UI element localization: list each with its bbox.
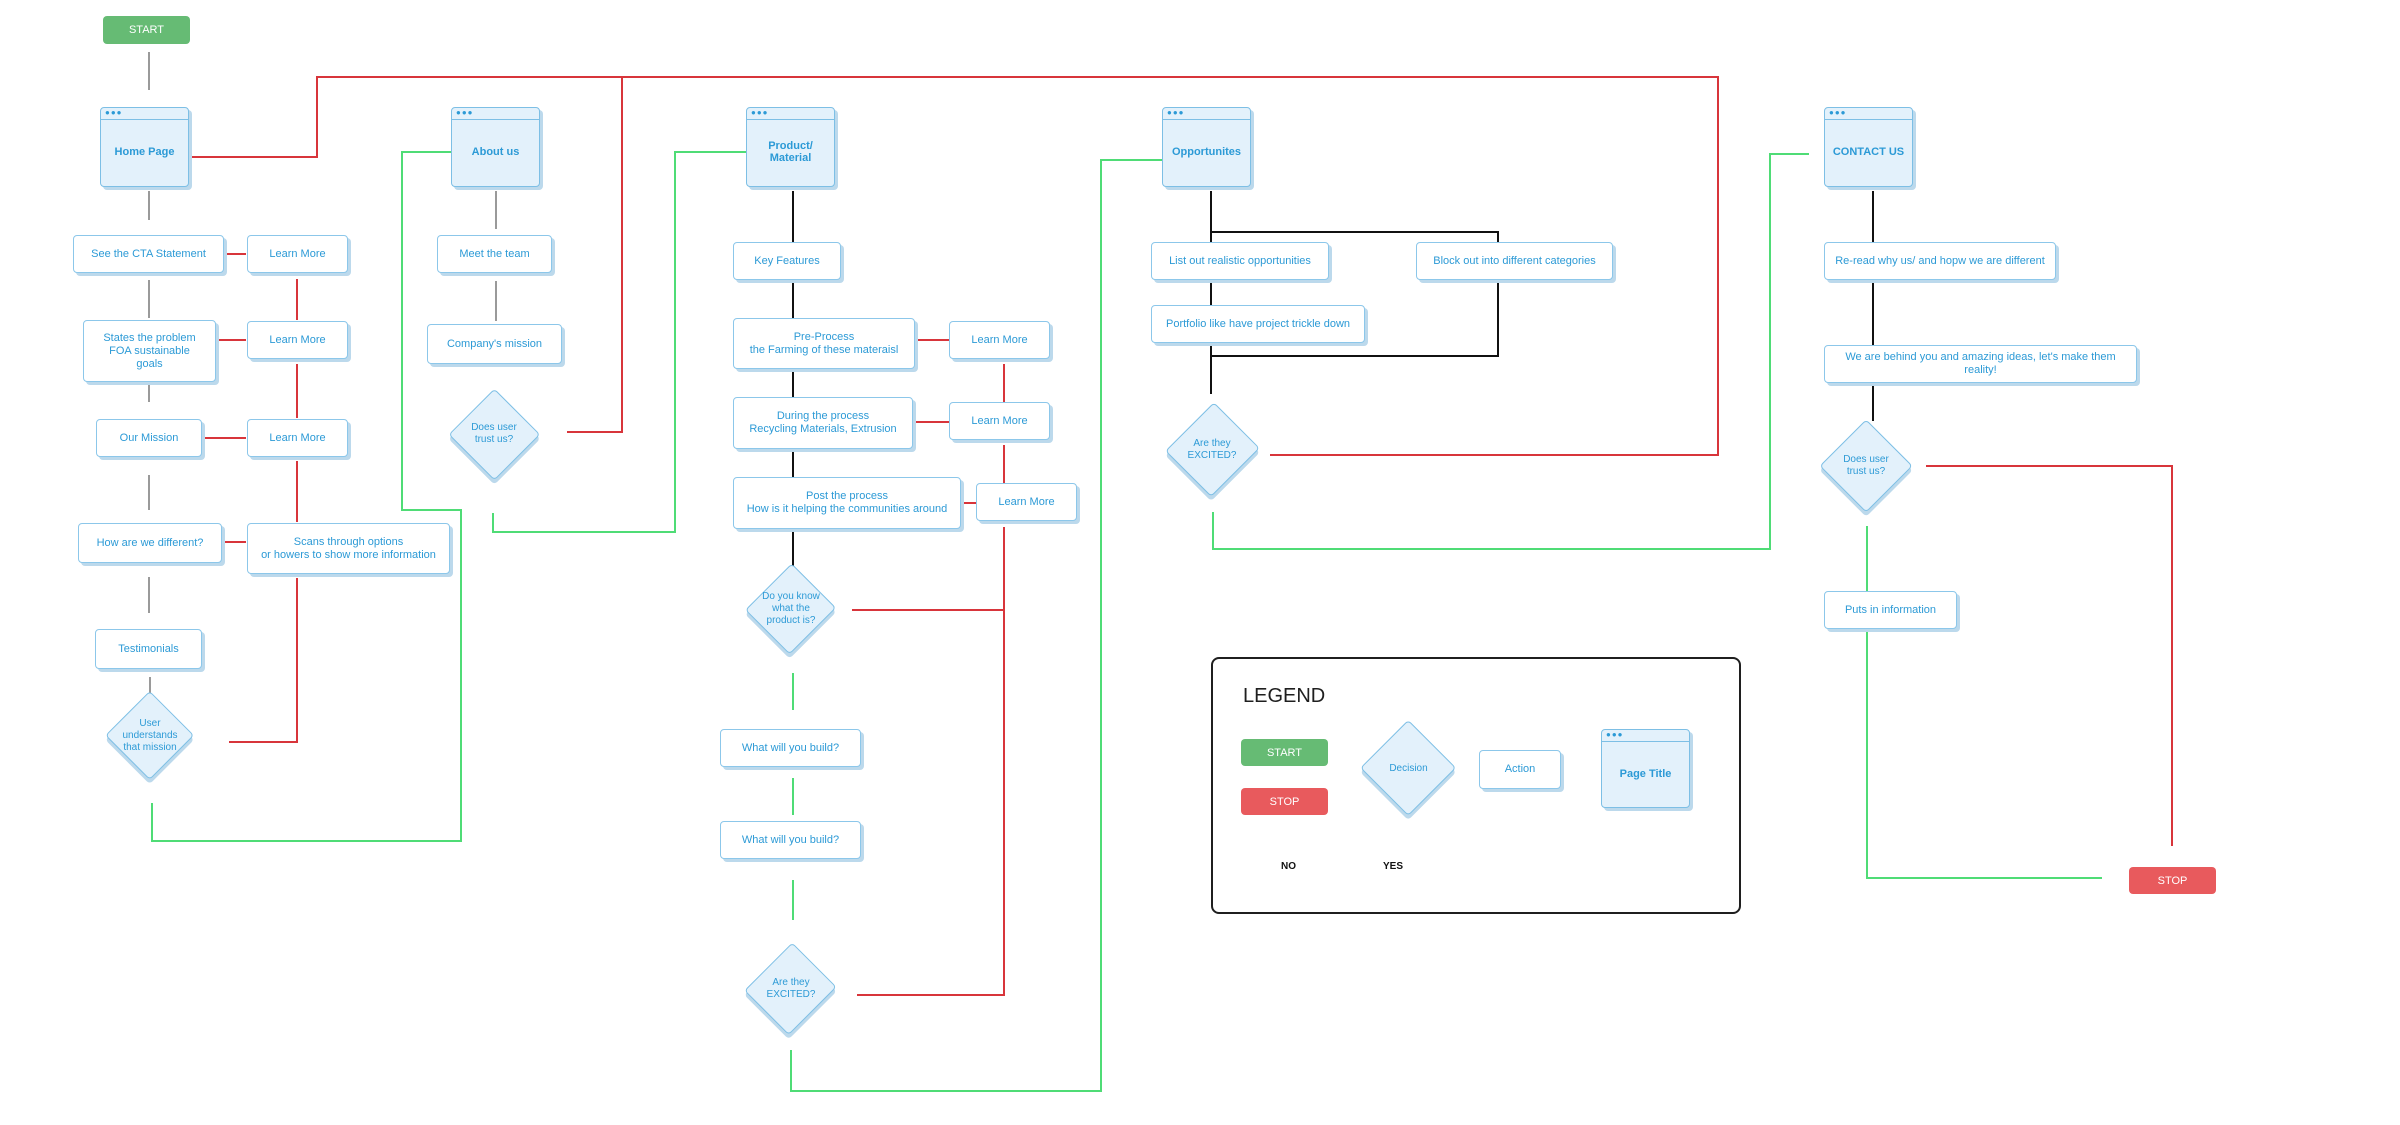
action-puts-info[interactable]: Puts in information xyxy=(1824,591,1957,629)
page-product-label: Product/ Material xyxy=(768,140,813,164)
action-our-mission[interactable]: Our Mission xyxy=(96,419,202,457)
page-contact[interactable]: ●●●CONTACT US xyxy=(1824,107,1913,187)
legend-start: START xyxy=(1241,739,1328,766)
action-key-features[interactable]: Key Features xyxy=(733,242,841,280)
action-learn-more-pre[interactable]: Learn More xyxy=(949,321,1050,359)
action-see-cta[interactable]: See the CTA Statement xyxy=(73,235,224,273)
legend-yes-label: YES xyxy=(1383,861,1404,872)
no-lines xyxy=(189,76,2173,996)
legend-no-label: NO xyxy=(1281,861,1296,872)
decision-are-they-excited-opp-label: Are they EXCITED? xyxy=(1187,438,1237,461)
action-re-read[interactable]: Re-read why us/ and hopw we are differen… xyxy=(1824,242,2056,280)
action-meet-team[interactable]: Meet the team xyxy=(437,235,552,273)
page-home-label: Home Page xyxy=(114,146,175,158)
action-portfolio[interactable]: Portfolio like have project trickle down xyxy=(1151,305,1365,343)
yes-lines xyxy=(151,151,2102,1092)
action-what-will-build-2[interactable]: What will you build? xyxy=(720,821,861,859)
stop-node[interactable]: STOP xyxy=(2129,867,2216,894)
action-what-will-build-1[interactable]: What will you build? xyxy=(720,729,861,767)
action-how-different[interactable]: How are we different? xyxy=(78,523,222,563)
decision-does-user-trust-about-label: Does user trust us? xyxy=(471,422,517,445)
decision-are-they-excited-product-label: Are they EXCITED? xyxy=(766,977,816,1000)
page-product[interactable]: ●●●Product/ Material xyxy=(746,107,835,187)
action-scans-options[interactable]: Scans through options or howers to show … xyxy=(247,523,450,574)
legend-title: LEGEND xyxy=(1243,685,1326,707)
decision-does-user-trust-contact[interactable]: Does user trust us? xyxy=(1819,419,1913,513)
decision-do-you-know[interactable]: Do you know what the product is? xyxy=(745,563,837,655)
legend-box: LEGEND START STOP Decision Action ●●●Pag… xyxy=(1211,657,1741,914)
page-home[interactable]: ●●●Home Page xyxy=(100,107,189,187)
decision-user-understands-label: User understands that mission xyxy=(122,718,178,753)
action-learn-more-post[interactable]: Learn More xyxy=(976,483,1077,521)
page-opportunites[interactable]: ●●●Opportunites xyxy=(1162,107,1251,187)
page-opportunites-label: Opportunites xyxy=(1171,146,1242,158)
legend-action: Action xyxy=(1479,750,1561,789)
action-during-process[interactable]: During the process Recycling Materials, … xyxy=(733,397,913,449)
legend-decision: Decision xyxy=(1360,720,1457,817)
legend-page-title: ●●●Page Title xyxy=(1601,729,1690,808)
legend-stop: STOP xyxy=(1241,788,1328,815)
decision-are-they-excited-opp[interactable]: Are they EXCITED? xyxy=(1164,402,1260,498)
action-testimonials[interactable]: Testimonials xyxy=(95,629,202,669)
decision-user-understands[interactable]: User understands that mission xyxy=(105,691,195,781)
decision-does-user-trust-about[interactable]: Does user trust us? xyxy=(448,388,540,480)
action-learn-more-2[interactable]: Learn More xyxy=(247,321,348,359)
action-pre-process[interactable]: Pre-Process the Farming of these materai… xyxy=(733,318,915,369)
start-node[interactable]: START xyxy=(103,16,190,44)
action-learn-more-1[interactable]: Learn More xyxy=(247,235,348,273)
page-about[interactable]: ●●●About us xyxy=(451,107,540,187)
action-behind-you[interactable]: We are behind you and amazing ideas, let… xyxy=(1824,345,2137,383)
action-learn-more-during[interactable]: Learn More xyxy=(949,402,1050,440)
action-learn-more-3[interactable]: Learn More xyxy=(247,419,348,457)
decision-are-they-excited-product[interactable]: Are they EXCITED? xyxy=(744,942,838,1036)
page-contact-label: CONTACT US xyxy=(1832,146,1905,158)
action-post-process[interactable]: Post the process How is it helping the c… xyxy=(733,477,961,529)
action-company-mission[interactable]: Company's mission xyxy=(427,324,562,364)
action-block-categories[interactable]: Block out into different categories xyxy=(1416,242,1613,280)
page-about-label: About us xyxy=(471,146,520,158)
legend-decision-label: Decision xyxy=(1389,762,1428,774)
decision-does-user-trust-contact-label: Does user trust us? xyxy=(1843,454,1889,477)
legend-page-title-label: Page Title xyxy=(1619,767,1672,780)
decision-do-you-know-label: Do you know what the product is? xyxy=(762,591,820,626)
action-list-opportunities[interactable]: List out realistic opportunities xyxy=(1151,242,1329,280)
action-states-problem[interactable]: States the problem FOA sustainable goals xyxy=(83,320,216,382)
